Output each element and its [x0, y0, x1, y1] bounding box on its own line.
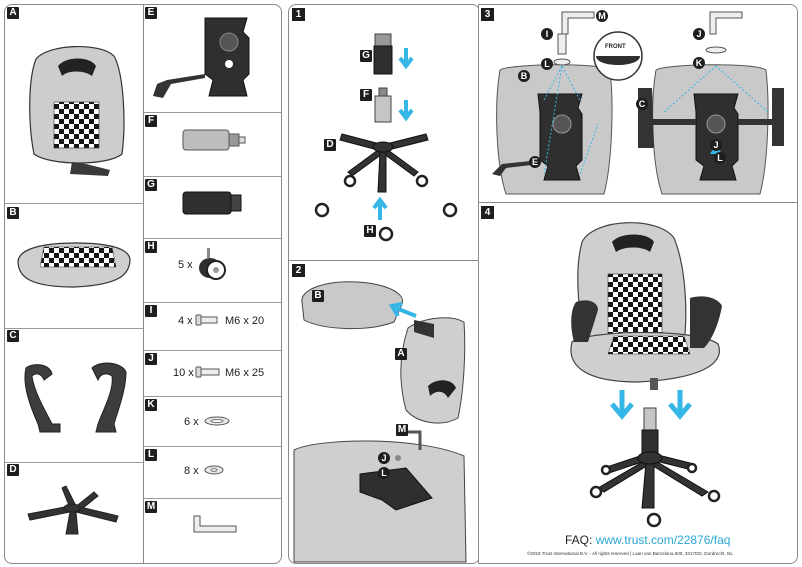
part-F-gaslift-illustration — [182, 129, 246, 151]
faq-link[interactable]: www.trust.com/22876/faq — [595, 533, 731, 547]
part-J-bolt-icon — [195, 366, 220, 378]
part-label-F: F — [145, 115, 157, 127]
step-1-base-assembly-illustration — [314, 33, 458, 242]
step-3-callout-C: C — [636, 98, 648, 110]
part-cell-K — [144, 397, 281, 447]
part-J-quantity: 10 x — [173, 367, 194, 379]
part-I-quantity: 4 x — [178, 315, 193, 327]
step-3-callout-B: B — [518, 70, 530, 82]
part-label-G: G — [145, 179, 157, 191]
part-label-L: L — [145, 449, 157, 461]
part-cell-A — [5, 5, 144, 204]
part-cell-B — [5, 204, 144, 329]
part-C-armrests-illustration — [24, 362, 127, 433]
part-label-C: C — [7, 330, 19, 342]
step-3-mechanism-illustration — [492, 11, 784, 195]
part-label-B: B — [7, 207, 19, 219]
step-2-callout-L: L — [378, 467, 390, 479]
step-3-callout-J-right: J — [693, 28, 705, 40]
faq-prefix: FAQ: — [565, 533, 593, 547]
part-label-D: D — [7, 464, 19, 476]
part-label-K: K — [145, 399, 157, 411]
step-2-callout-A: A — [395, 348, 407, 360]
part-J-spec: M6 x 25 — [225, 367, 265, 379]
part-E-mechanism-illustration — [153, 17, 250, 98]
step-3-callout-E: E — [529, 156, 541, 168]
step-1-callout-G: G — [360, 50, 372, 62]
part-label-H: H — [145, 241, 157, 253]
part-cell-H — [144, 239, 281, 303]
part-I-spec: M6 x 20 — [225, 315, 265, 327]
part-A-backrest-illustration — [29, 46, 125, 176]
step-1-callout-H: H — [364, 225, 376, 237]
part-cell-E — [144, 5, 281, 113]
part-label-A: A — [7, 7, 19, 19]
step-3-callout-K: K — [693, 57, 705, 69]
step-2-number: 2 — [292, 264, 305, 277]
part-label-J: J — [145, 353, 157, 365]
part-cell-I — [144, 303, 281, 351]
part-label-M: M — [145, 501, 157, 513]
step-2-callout-J: J — [378, 452, 390, 464]
part-I-bolt-icon — [195, 314, 218, 326]
faq-line: FAQ: www.trust.com/22876/faq — [565, 533, 730, 547]
part-D-base-illustration — [27, 485, 119, 535]
part-B-seat-illustration — [17, 242, 131, 288]
step-3-number: 3 — [481, 8, 494, 21]
front-label: FRONT — [605, 44, 626, 50]
part-cell-G — [144, 177, 281, 239]
step-1-number: 1 — [292, 8, 305, 21]
part-cell-L — [144, 447, 281, 499]
part-K-washer-icon — [204, 416, 230, 426]
step-3-callout-L-left: L — [541, 58, 553, 70]
step-2-callout-M: M — [396, 424, 408, 436]
part-G-cover-illustration — [182, 191, 242, 215]
part-L-washer-icon — [204, 465, 224, 475]
step-3-callout-J-center: J — [710, 139, 722, 151]
step-2-backrest-seat-illustration — [293, 281, 467, 563]
step-3-callout-I: I — [541, 28, 553, 40]
part-L-quantity: 8 x — [184, 465, 199, 477]
part-H-caster-illustration — [199, 248, 226, 280]
copyright-text: ©2019 Trust International B.V. - All rig… — [527, 551, 733, 556]
step-1-callout-F: F — [360, 89, 372, 101]
part-label-E: E — [145, 7, 157, 19]
step-2-callout-B: B — [312, 290, 324, 302]
step-3-callout-M-left: M — [596, 10, 608, 22]
part-cell-C — [5, 329, 144, 463]
step-4-final-assembly-illustration — [570, 222, 722, 528]
part-M-hexkey-icon — [193, 515, 237, 533]
part-cell-F — [144, 113, 281, 177]
step-4-number: 4 — [481, 206, 494, 219]
step-3-callout-L-right: L — [714, 152, 726, 164]
part-cell-J — [144, 351, 281, 397]
part-K-quantity: 6 x — [184, 416, 199, 428]
step-1-callout-D: D — [324, 139, 336, 151]
part-H-quantity: 5 x — [178, 259, 193, 271]
part-label-I: I — [145, 305, 157, 317]
